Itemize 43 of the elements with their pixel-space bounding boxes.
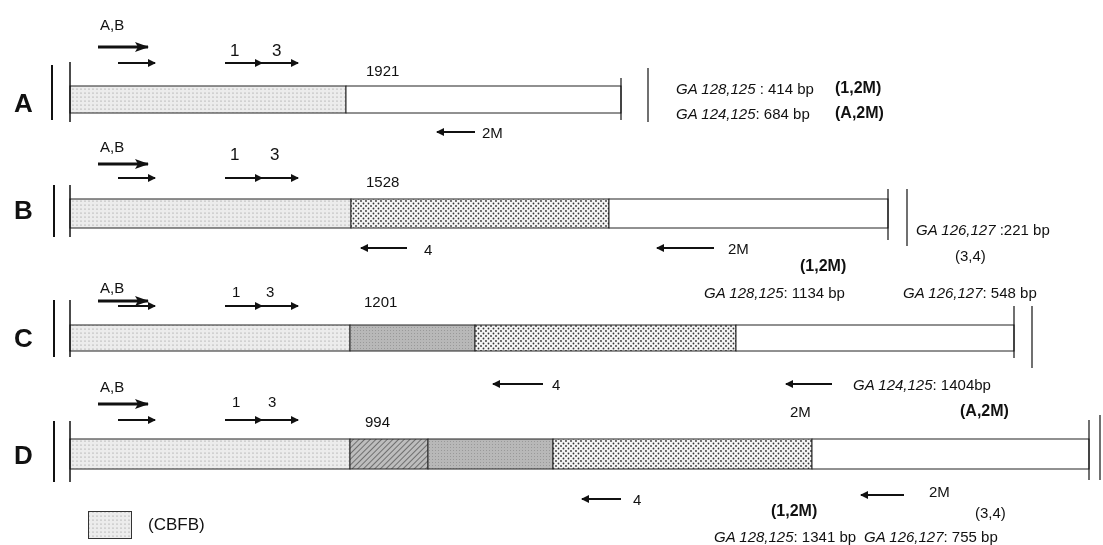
product-label: GA 128,125 : 414 bp — [676, 80, 814, 96]
primer-label: 3 — [270, 145, 280, 163]
product-label: GA 124,125: 1404bp — [853, 376, 991, 392]
size-label: 1528 — [366, 173, 400, 189]
size-label: 2M — [790, 403, 811, 419]
lane-letter: D — [14, 442, 33, 468]
product-label: GA 126,127: 548 bp — [903, 284, 1037, 300]
primer-label: 3 — [272, 41, 282, 59]
lane-letter: A — [14, 90, 33, 116]
size-label: 3 — [266, 283, 275, 299]
product-label: GA 124,125: 684 bp — [676, 105, 810, 121]
size-label: 4 — [424, 241, 433, 257]
primer-label: 1 — [230, 145, 240, 163]
product-label: GA 126,127: 755 bp — [864, 528, 998, 544]
size-label: 1 — [232, 393, 241, 409]
primer-pair-label: (1,2M) — [835, 80, 882, 96]
size-label: 2M — [728, 240, 749, 256]
size-label: 2M — [929, 483, 950, 499]
primer-label: A,B — [100, 378, 125, 394]
size-label: 3 — [268, 393, 277, 409]
size-label: 2M — [482, 124, 503, 140]
lane-letter: B — [14, 197, 33, 223]
size-label: 994 — [365, 413, 391, 429]
primer-label: A,B — [100, 279, 125, 295]
primer-label: A,B — [100, 16, 125, 32]
size-label: (3,4) — [975, 504, 1006, 520]
primer-pair-label: (1,2M) — [800, 258, 847, 274]
primer-label: 1 — [230, 41, 240, 59]
primer-pair-label: (A,2M) — [835, 105, 884, 121]
size-label: 1921 — [366, 62, 400, 78]
product-label: GA 126,127 :221 bp — [916, 221, 1050, 237]
product-label: GA 128,125: 1134 bp — [704, 284, 845, 300]
product-label: GA 128,125: 1341 bp — [714, 528, 857, 544]
lane-letter: C — [14, 325, 33, 351]
size-label: 4 — [633, 491, 642, 507]
legend-label: (CBFB) — [148, 514, 205, 537]
primer-pair-label: (A,2M) — [960, 403, 1009, 419]
size-label: (3,4) — [955, 247, 986, 263]
primer-label: A,B — [100, 138, 125, 154]
size-label: 1201 — [364, 293, 398, 309]
primer-pair-label: (1,2M) — [771, 503, 818, 519]
size-label: 1 — [232, 283, 241, 299]
size-label: 4 — [552, 376, 561, 392]
